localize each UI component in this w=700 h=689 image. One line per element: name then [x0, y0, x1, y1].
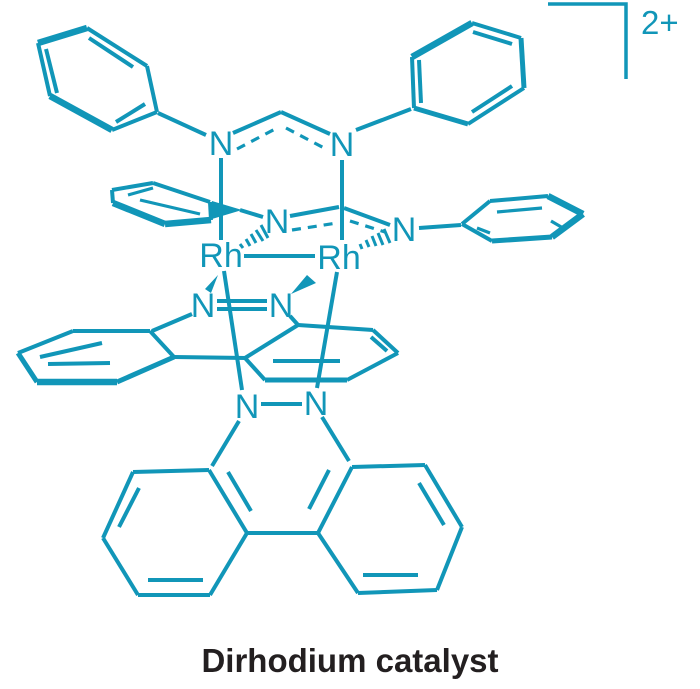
bond-rh-left-to-lower-n — [222, 270, 244, 391]
atom-label-n-cinnoline-lower-left: N — [235, 388, 260, 426]
atom-label-rh-right: Rh — [317, 239, 360, 277]
charge-bracket — [548, 2, 628, 79]
benzocinnoline-lower — [101, 402, 464, 597]
phenyl-ring-top-left — [36, 24, 207, 137]
formamidinate-bridge-back — [219, 110, 344, 240]
hashed-wedge-left — [238, 224, 270, 249]
atom-label-n-amidinate1-right: N — [330, 126, 355, 164]
bold-wedge-phenyl-to-n — [212, 201, 242, 219]
phenyl-ring-left-perspective — [110, 181, 264, 228]
atom-label-n-amidinate1-left: N — [209, 125, 234, 163]
atom-label-n-cinnoline-upper-right: N — [269, 287, 294, 325]
formamidinate-bridge-front — [289, 205, 462, 234]
benzocinnoline-upper — [15, 299, 400, 386]
solid-wedge-left — [205, 275, 218, 293]
atom-label-n-amidinate2-left: N — [265, 203, 290, 241]
atom-label-n-amidinate2-right: N — [392, 211, 417, 249]
atom-label-n-cinnoline-lower-right: N — [304, 385, 329, 423]
phenyl-ring-top-right — [355, 20, 527, 132]
phenyl-ring-right-perspective — [460, 193, 585, 244]
caption: Dirhodium catalyst — [201, 642, 498, 679]
charge-label: 2+ — [641, 4, 679, 41]
solid-wedge-right — [291, 275, 316, 294]
hashed-wedge-right — [358, 228, 392, 250]
atom-label-rh-left: Rh — [199, 237, 242, 275]
atom-label-n-cinnoline-upper-left: N — [191, 287, 216, 325]
bond-rh-right-to-lower-n — [315, 271, 339, 389]
